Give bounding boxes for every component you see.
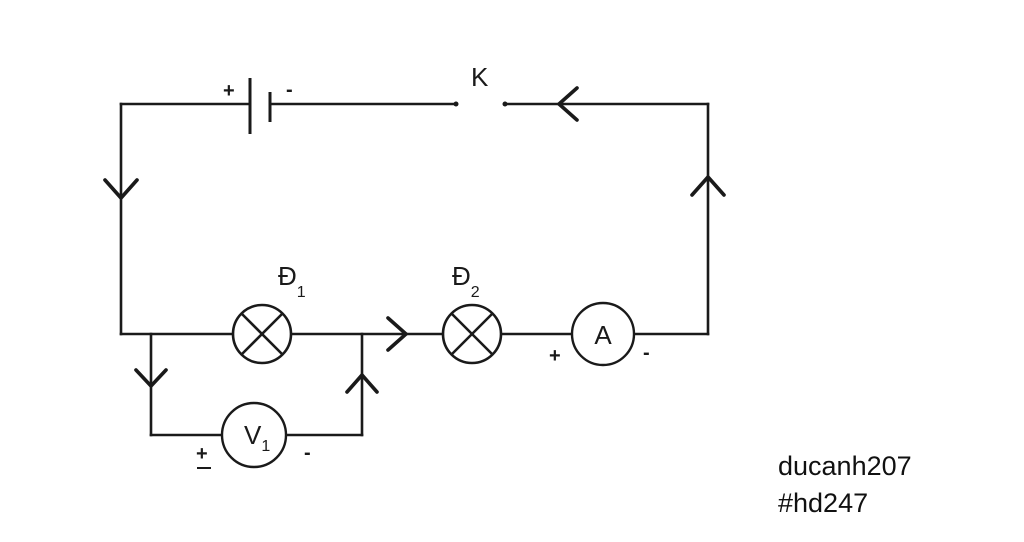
voltmeter-body: [220, 401, 288, 469]
arrow-left-top-wire: [557, 86, 579, 122]
lamp-1-cross-b: [240, 312, 284, 356]
ammeter-symbol: A: [594, 320, 612, 350]
lamp-2: Đ2: [441, 261, 503, 365]
voltmeter-letter: V: [244, 420, 262, 450]
lamp-1-label: Đ1: [278, 261, 306, 301]
lamp-2-cross-b: [450, 312, 494, 356]
lamp-2-letter: Đ: [452, 261, 471, 291]
battery: + -: [223, 78, 293, 134]
lamp-1-letter: Đ: [278, 261, 297, 291]
arrow-down-left-wire: [103, 178, 139, 200]
arrow-down-voltmeter-left: [134, 368, 168, 388]
battery-plus-label: +: [223, 80, 235, 102]
lamp-1: Đ1: [231, 261, 306, 365]
arrow-right-bottom-wire: [386, 316, 408, 352]
credit-hashtag: #hd247: [778, 488, 869, 518]
ammeter-plus-label: +: [549, 345, 561, 367]
voltmeter-minus-label: -: [304, 442, 311, 464]
lamp-2-label: Đ2: [452, 261, 480, 301]
arrow-up-voltmeter-right: [345, 373, 379, 394]
voltmeter: V1 + -: [196, 401, 311, 469]
switch-label: K: [471, 62, 489, 92]
voltmeter-plus-label: +: [196, 443, 208, 465]
ammeter-minus-label: -: [643, 342, 650, 364]
voltmeter-label: V1: [244, 420, 270, 455]
ammeter: A + -: [549, 301, 650, 367]
switch: K: [453, 62, 508, 107]
lamp-1-index: 1: [297, 284, 306, 301]
ammeter-body: [570, 301, 636, 367]
credit-username: ducanh207: [778, 451, 912, 481]
battery-minus-label: -: [286, 79, 293, 101]
voltmeter-index: 1: [261, 438, 270, 455]
lamp-2-index: 2: [471, 284, 480, 301]
switch-contact-left: [453, 101, 459, 107]
arrow-up-right-wire: [690, 175, 726, 197]
